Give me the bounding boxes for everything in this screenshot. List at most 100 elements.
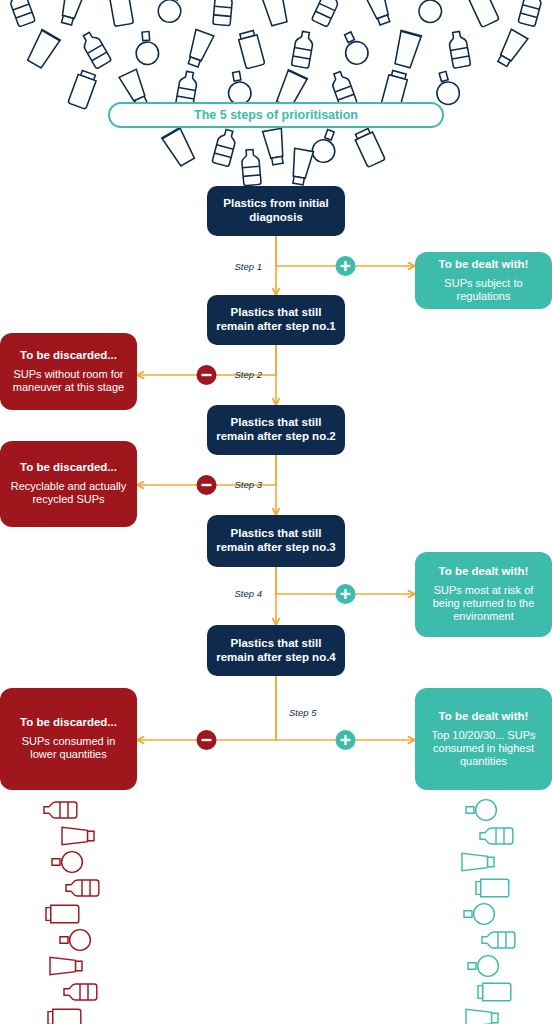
node-body: Top 10/20/30... SUPs consumed in highest… [424,729,543,769]
sign-circle [197,365,217,385]
sign-circle [336,256,356,276]
plastic-icon [155,0,187,25]
plastic-icon [46,905,79,923]
plastic-icon [466,800,496,821]
plastic-icon [62,827,94,845]
minus-sign [197,475,217,495]
plastic-icon [66,880,99,896]
plastic-icon [480,828,513,844]
plastic-icons-dealt [462,800,515,1024]
plastic-icon [364,0,394,26]
plastic-icon [466,1009,498,1024]
plastic-icon [291,30,314,68]
plastic-icon [392,30,422,68]
sign-bar [344,589,346,599]
plastic-icon [260,0,290,27]
minus-sign [197,365,217,385]
plastic-icon [468,956,498,977]
node-heading: Plastics that still remain after step no… [216,416,336,444]
keep-box: To be dealt with! Top 10/20/30... SUPs co… [415,688,552,790]
plastic-icon [237,30,265,69]
node-heading: Plastics that still remain after step no… [216,306,336,334]
plastic-icon [212,128,238,167]
sign-bar [344,735,346,745]
plastic-icon [417,0,445,24]
plastic-icon [161,127,197,167]
plastic-icon [109,0,134,27]
node-heading: Plastics from initial diagnosis [216,197,336,225]
plastic-icon [309,127,341,166]
plastic-icon [44,802,77,818]
plastic-icon [60,930,90,951]
plastic-icon [494,29,528,68]
node-heading: To be dealt with! [439,258,529,272]
step-label: Step 2 [214,369,262,380]
plastic-icon [7,0,35,27]
process-box: Plastics that still remain after step no… [207,405,345,455]
process-box: Plastics from initial diagnosis [207,186,345,236]
node-body: SUPs most at risk of being returned to t… [424,584,543,624]
sign-bar [202,484,212,486]
plastic-icon [25,29,61,69]
plastic-icon [432,69,462,107]
keep-box: To be dealt with!SUPs most at risk of be… [415,552,552,637]
plastic-icon [134,31,159,66]
title-text: The 5 steps of prioritisation [194,108,358,122]
node-body: SUPs consumed in lower quantities [9,735,128,761]
node-heading: To be discarded... [20,349,117,363]
plastic-icons-discarded [44,802,99,1024]
sign-bar [202,739,212,741]
keep-box: To be dealt with! SUPs subject to regulat… [415,252,552,309]
process-box: Plastics that still remain after step no… [207,295,345,345]
plastic-icon [48,1009,81,1024]
plastic-icon [213,0,233,26]
plastic-icon [464,904,494,925]
plus-sign [336,730,356,750]
plastic-icon [52,852,82,873]
plastic-icon [68,70,98,110]
plastic-icon [467,0,499,27]
plastic-icon [476,879,509,897]
plus-sign [336,256,356,276]
plastic-icon [241,149,261,186]
plastic-icon [482,932,515,948]
plastic-icon [447,30,470,68]
process-box: Plastics that still remain after step no… [207,625,345,676]
minus-sign [197,730,217,750]
sign-circle [336,730,356,750]
node-heading: To be discarded... [20,461,117,475]
node-heading: To be dealt with! [439,710,529,724]
step-label: Step 1 [214,261,262,272]
plastic-icons-top [7,0,544,186]
sign-bar [202,374,212,376]
node-heading: Plastics that still remain after step no… [216,637,336,665]
plastic-icon [462,853,494,871]
plus-sign [336,584,356,604]
node-body: Recyclable and actually recycled SUPs [9,480,128,506]
plastic-icon [79,30,112,69]
sign-circle [197,730,217,750]
plastic-icon [353,127,385,167]
step-label: Step 3 [214,479,262,490]
plastic-icon [263,128,288,165]
plastic-icon [312,0,343,27]
step-label: Step 4 [214,588,262,599]
branch-signs [197,256,356,750]
plastic-icon [50,957,82,975]
plastic-icon [64,984,97,1000]
node-heading: Plastics that still remain after step no… [216,527,336,555]
plastic-icon [289,148,314,185]
title-banner: The 5 steps of prioritisation [108,102,444,128]
node-body: SUPs without room for maneuver at this s… [9,368,128,394]
discard-box: To be discarded... SUPs without room for … [0,333,137,410]
process-box: Plastics that still remain after step no… [207,515,345,567]
sign-circle [197,475,217,495]
node-body: SUPs subject to regulations [424,277,543,303]
plastic-icon [338,29,372,68]
node-heading: To be discarded... [20,716,117,730]
discard-box: To be discarded... Recyclable and actuall… [0,441,137,527]
step-label: Step 5 [289,707,337,718]
discard-box: To be discarded... SUPs consumed in lower… [0,688,137,790]
plastic-icon [57,0,84,26]
